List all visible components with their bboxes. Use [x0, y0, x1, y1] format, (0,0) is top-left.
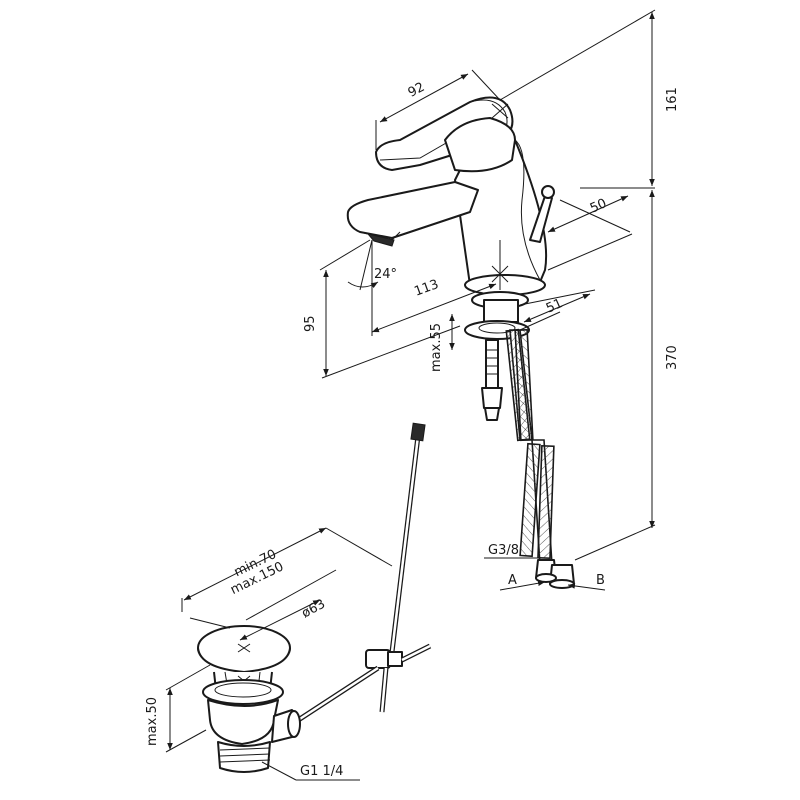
popup-rod [284, 422, 432, 731]
dim-base-depth: 50 [588, 196, 609, 216]
faucet-handle[interactable] [375, 96, 514, 171]
dim-handle-length: 92 [406, 80, 428, 101]
dim-upper-height: 161 [665, 87, 680, 112]
label-hose-thread: G3/8 [488, 543, 519, 558]
dim-max-mount: max.55 [429, 323, 444, 372]
dimension-lines [165, 9, 656, 781]
rod-clamp [365, 649, 391, 669]
dim-spout-reach: 113 [412, 277, 440, 300]
faucet-cartridge [444, 117, 516, 173]
faucet-spout [346, 181, 479, 239]
waste-fitting [197, 625, 301, 773]
supply-hoses [505, 328, 575, 589]
dim-plug-diameter: ø63 [299, 597, 328, 622]
label-hose-a: A [508, 573, 517, 588]
dim-total-height: 370 [665, 345, 680, 370]
dim-max-waste: max.50 [145, 697, 160, 746]
waste-thread [217, 741, 271, 773]
dim-spout-height: 95 [303, 315, 318, 332]
dim-base-diameter: 51 [544, 296, 565, 316]
threaded-stud [485, 339, 499, 389]
label-hose-b: B [596, 573, 605, 588]
dim-spout-angle: 24° [374, 267, 397, 282]
faucet-aerator [366, 233, 395, 247]
label-waste-thread: G1 1/4 [300, 764, 343, 779]
